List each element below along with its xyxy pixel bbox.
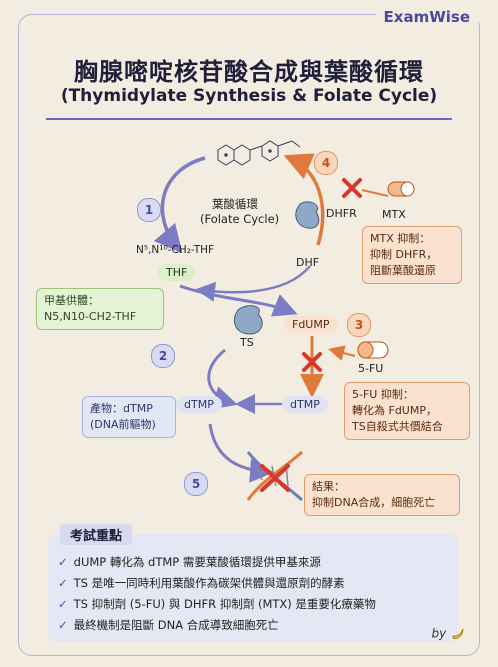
- banana-icon: [452, 628, 464, 639]
- arrow-step-4: [283, 153, 325, 246]
- dtmp-right-label: dTMP: [282, 396, 328, 413]
- fu-inhibit-note-line1: 5-FU 抑制：: [352, 388, 414, 401]
- brand-label: ExamWise: [375, 8, 478, 26]
- mtx-inhibit-note-line1: MTX 抑制：: [370, 232, 431, 245]
- key-point-text: TS 抑制劑 (5-FU) 與 DHFR 抑制劑 (MTX) 是重要化療藥物: [73, 597, 376, 611]
- methyl-donor-note-line1: 甲基供體：: [44, 294, 99, 307]
- step-number-4: 4: [314, 151, 338, 175]
- product-note-line1: 產物：dTMP: [90, 402, 153, 415]
- folate-cycle-label-en: (Folate Cycle): [200, 212, 280, 226]
- fu-inhibit-note: 5-FU 抑制： 轉化為 FdUMP， TS自殺式共價結合: [344, 382, 470, 440]
- product-note-line2: (DNA前驅物): [90, 418, 156, 431]
- mtx-label: MTX: [382, 208, 406, 221]
- key-point-item: ✓ TS 是唯一同時利用葉酸作為碳架供體與還原劑的酵素: [58, 573, 376, 594]
- key-point-item: ✓ 最終機制是阻斷 DNA 合成導致細胞死亡: [58, 615, 376, 636]
- arrow-methyl-transfer: [179, 284, 298, 317]
- step-number-3: 3: [347, 313, 371, 337]
- step-number-5: 5: [184, 472, 208, 496]
- ts-label: TS: [240, 336, 254, 349]
- key-points-list: ✓ dUMP 轉化為 dTMP 需要葉酸循環提供甲基來源 ✓ TS 是唯一同時利用葉…: [58, 552, 376, 636]
- pill-icon: [357, 341, 389, 359]
- page-frame: [18, 14, 480, 656]
- pill-icon: [387, 181, 415, 197]
- key-points-title: 考試重點: [60, 524, 133, 545]
- step-number-2: 2: [151, 344, 175, 368]
- thf-label: THF: [158, 264, 196, 281]
- step-number-1: 1: [137, 198, 161, 222]
- dtmp-left-label: dTMP: [176, 396, 222, 413]
- arrow-mtx-inhibit: [361, 189, 389, 197]
- key-points-panel: ✓ dUMP 轉化為 dTMP 需要葉酸循環提供甲基來源 ✓ TS 是唯一同時利用葉…: [48, 534, 458, 642]
- title-sub: (Thymidylate Synthesis & Folate Cycle): [60, 86, 438, 106]
- methylene-thf-label: N⁵,N¹⁰-CH₂-THF: [136, 244, 215, 256]
- dna-icon: [246, 450, 304, 502]
- arrow-step-5: [208, 423, 274, 483]
- product-note: 產物：dTMP (DNA前驅物): [82, 396, 176, 438]
- title-main: 胸腺嘧啶核苷酸合成與葉酸循環: [74, 58, 424, 86]
- folate-cycle-label-zh: 葉酸循環: [212, 197, 258, 211]
- title-divider: [46, 118, 452, 120]
- fdump-label: FdUMP: [284, 316, 338, 333]
- methyl-donor-note-line2: N5,N10-CH2-THF: [44, 310, 137, 323]
- methyl-donor-note: 甲基供體： N5,N10-CH2-THF: [36, 288, 164, 330]
- footer-by-label: by: [431, 626, 447, 641]
- footer-credit: by: [431, 626, 466, 642]
- check-icon: ✓: [58, 555, 68, 569]
- mtx-inhibit-note: MTX 抑制： 抑制 DHFR， 阻斷葉酸還原: [362, 226, 462, 284]
- mtx-inhibit-note-line3: 阻斷葉酸還原: [370, 264, 436, 277]
- fu-inhibit-note-line2: 轉化為 FdUMP，: [352, 404, 437, 417]
- check-icon: ✓: [58, 597, 68, 611]
- inhibit-x-icon: [342, 178, 362, 198]
- result-note-line2: 抑制DNA合成，細胞死亡: [312, 496, 436, 509]
- arrow-step-2: [207, 348, 238, 410]
- arrow-5fu-conversion: [328, 345, 356, 361]
- key-point-item: ✓ TS 抑制劑 (5-FU) 與 DHFR 抑制劑 (MTX) 是重要化療藥物: [58, 594, 376, 615]
- fu-label: 5-FU: [358, 362, 384, 375]
- arrow-dhf-return: [195, 265, 311, 302]
- check-icon: ✓: [58, 618, 68, 632]
- enzyme-icon: [295, 201, 320, 229]
- arrow-step-1: [153, 156, 206, 254]
- key-point-item: ✓ dUMP 轉化為 dTMP 需要葉酸循環提供甲基來源: [58, 552, 376, 573]
- check-icon: ✓: [58, 576, 68, 590]
- key-point-text: dUMP 轉化為 dTMP 需要葉酸循環提供甲基來源: [73, 555, 321, 569]
- folate-molecule-icon: [217, 140, 301, 166]
- enzyme-icon: [234, 305, 263, 335]
- dhfr-label: DHFR: [326, 207, 357, 220]
- mtx-inhibit-note-line2: 抑制 DHFR，: [370, 248, 438, 261]
- dhf-label: DHF: [296, 256, 320, 269]
- key-point-text: 最終機制是阻斷 DNA 合成導致細胞死亡: [73, 618, 279, 632]
- result-note: 結果： 抑制DNA合成，細胞死亡: [304, 474, 460, 516]
- result-note-line1: 結果：: [312, 480, 345, 493]
- key-point-text: TS 是唯一同時利用葉酸作為碳架供體與還原劑的酵素: [73, 576, 345, 590]
- inhibit-x-icon: [302, 352, 322, 372]
- fu-inhibit-note-line3: TS自殺式共價結合: [352, 420, 443, 433]
